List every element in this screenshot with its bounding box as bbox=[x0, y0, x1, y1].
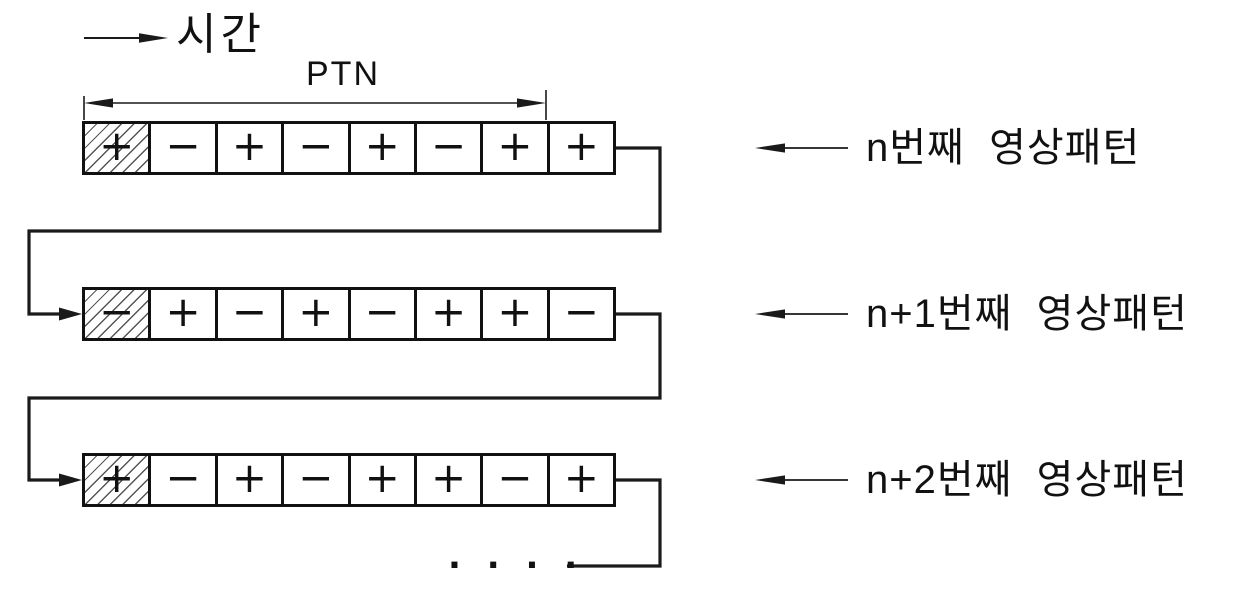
pattern-cell: + bbox=[413, 453, 480, 504]
cell-sign: − bbox=[430, 121, 467, 170]
pattern-cell: − bbox=[281, 124, 347, 172]
cell-sign: − bbox=[497, 453, 533, 502]
cell-sign: + bbox=[497, 287, 533, 336]
pattern-cell-hatched: + bbox=[85, 453, 149, 504]
cell-sign: − bbox=[165, 453, 201, 502]
cell-sign: − bbox=[298, 121, 334, 170]
cell-sign: − bbox=[99, 287, 135, 336]
pattern-cell: + bbox=[214, 121, 281, 172]
cell-sign: + bbox=[165, 287, 201, 336]
row-label-n-plus-2: n+2번째 영상패턴 bbox=[866, 458, 1188, 502]
pattern-cell: + bbox=[546, 453, 613, 504]
pattern-cell: + bbox=[480, 124, 546, 172]
label-arrow-row2-icon bbox=[755, 309, 848, 319]
row-label-n: n번째 영상패턴 bbox=[866, 126, 1141, 170]
time-label: 시간 bbox=[176, 10, 265, 59]
pattern-cell: + bbox=[413, 287, 480, 338]
cell-sign: − bbox=[563, 287, 599, 336]
cell-sign: + bbox=[364, 121, 400, 170]
pattern-cell: − bbox=[281, 456, 347, 504]
pattern-cell: − bbox=[148, 456, 214, 504]
pattern-row-n-plus-2: +−+−++−+ bbox=[82, 453, 616, 507]
time-arrow-icon bbox=[84, 33, 168, 43]
pattern-cell: + bbox=[347, 121, 414, 172]
pattern-cell: − bbox=[413, 121, 480, 172]
pattern-cell: − bbox=[480, 456, 546, 504]
cell-sign: − bbox=[364, 287, 400, 336]
pattern-cell: + bbox=[281, 290, 347, 338]
cell-sign: + bbox=[430, 453, 467, 502]
ptn-dimension-arrow-icon bbox=[83, 90, 547, 120]
pattern-cell-hatched: + bbox=[85, 121, 149, 172]
label-arrow-row3-icon bbox=[755, 475, 848, 485]
pattern-cell-hatched: − bbox=[85, 287, 149, 338]
cell-sign: − bbox=[165, 121, 201, 170]
pattern-cell: + bbox=[480, 290, 546, 338]
cell-sign: + bbox=[563, 121, 599, 170]
continuation-dots: . . . . bbox=[448, 537, 585, 577]
pattern-cell: − bbox=[546, 287, 613, 338]
label-arrow-row1-icon bbox=[755, 143, 848, 153]
cell-sign: + bbox=[298, 287, 334, 336]
row-label-n-plus-1: n+1번째 영상패턴 bbox=[866, 292, 1188, 336]
cell-sign: − bbox=[231, 287, 268, 336]
pattern-cell: + bbox=[347, 453, 414, 504]
pattern-cell: − bbox=[347, 287, 414, 338]
cell-sign: − bbox=[298, 453, 334, 502]
cell-sign: + bbox=[99, 121, 135, 170]
ptn-span-label: PTN bbox=[306, 55, 380, 93]
cell-sign: + bbox=[231, 453, 268, 502]
pattern-cell: + bbox=[214, 453, 281, 504]
pattern-row-n-plus-1: −+−+−++− bbox=[82, 287, 616, 341]
cell-sign: + bbox=[99, 453, 135, 502]
cell-sign: + bbox=[231, 121, 268, 170]
pattern-cell: − bbox=[148, 124, 214, 172]
pattern-cell: − bbox=[214, 287, 281, 338]
cell-sign: + bbox=[497, 121, 533, 170]
pattern-row-n: +−+−+−++ bbox=[82, 121, 616, 175]
pattern-cell: + bbox=[148, 290, 214, 338]
cell-sign: + bbox=[430, 287, 467, 336]
cell-sign: + bbox=[364, 453, 400, 502]
pattern-cell: + bbox=[546, 121, 613, 172]
cell-sign: + bbox=[563, 453, 599, 502]
